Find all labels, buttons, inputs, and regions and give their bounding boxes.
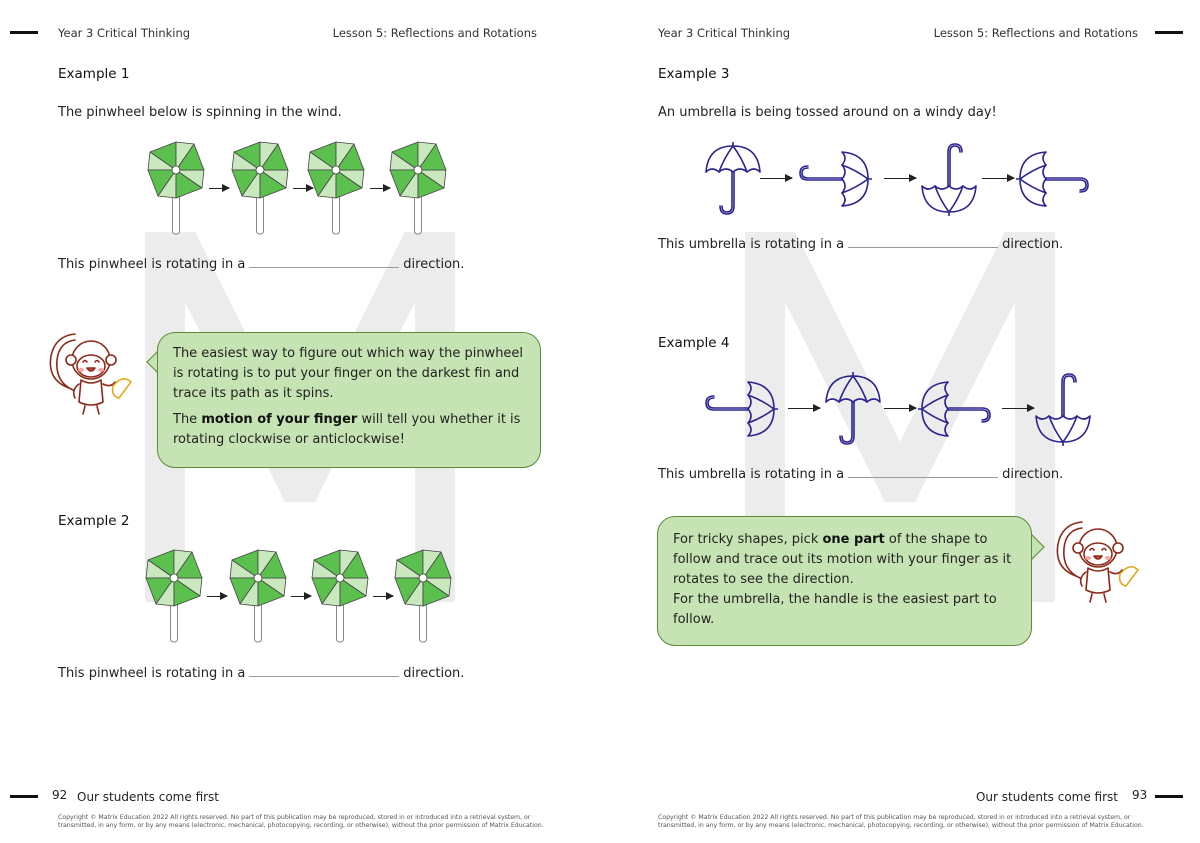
example-2-answer: This pinwheel is rotating in a direction. [58, 666, 464, 681]
arrow-icon [293, 184, 314, 192]
watermark-m-logo [745, 232, 1055, 602]
answer-blank[interactable] [848, 238, 999, 248]
umbrella-1 [704, 378, 778, 440]
answer-suffix: direction. [403, 257, 465, 272]
arrow-icon [370, 184, 391, 192]
page-number: 93 [1132, 788, 1148, 802]
arrow-icon [209, 184, 230, 192]
arrow-icon [207, 592, 228, 600]
umbrella-4 [1016, 148, 1090, 210]
header-course: Year 3 Critical Thinking [58, 26, 191, 40]
header-course: Year 3 Critical Thinking [658, 26, 791, 40]
footer-slogan: Our students come first [975, 790, 1118, 804]
umbrella-2 [822, 372, 884, 446]
pinwheel-3 [310, 548, 370, 644]
umbrella-2 [798, 148, 872, 210]
arrow-icon [373, 592, 394, 600]
pinwheel-4 [393, 548, 453, 644]
arrow-icon [982, 174, 1015, 182]
header-rule [10, 31, 38, 34]
tip-emphasis: one part [822, 532, 885, 547]
answer-blank[interactable] [848, 468, 999, 478]
example-1-answer: This pinwheel is rotating in a direction. [58, 257, 464, 272]
copyright-notice: Copyright © Matrix Education 2022 All ri… [658, 814, 1144, 829]
tip-emphasis: motion of your finger [201, 412, 358, 427]
arrow-icon [1002, 404, 1035, 412]
pinwheel-4 [388, 140, 448, 236]
right-page: Year 3 Critical Thinking Lesson 5: Refle… [600, 0, 1200, 843]
example-3-heading: Example 3 [658, 66, 730, 82]
monkey-mascot-icon [1052, 518, 1147, 608]
answer-prefix: This umbrella is rotating in a [658, 467, 845, 482]
umbrella-4 [1032, 372, 1094, 446]
example-4-heading: Example 4 [658, 335, 730, 351]
page-number: 92 [52, 788, 68, 802]
umbrella-3 [918, 378, 992, 440]
footer-rule [1155, 795, 1183, 798]
answer-blank[interactable] [249, 667, 400, 677]
pinwheel-1 [144, 548, 204, 644]
left-page: Year 3 Critical Thinking Lesson 5: Refle… [10, 26, 544, 829]
example-2-heading: Example 2 [58, 513, 130, 529]
example-1-heading: Example 1 [58, 66, 130, 82]
footer-slogan: Our students come first [77, 790, 220, 804]
answer-prefix: This pinwheel is rotating in a [58, 666, 246, 681]
arrow-icon [884, 174, 917, 182]
arrow-icon [291, 592, 312, 600]
header-lesson: Lesson 5: Reflections and Rotations [332, 26, 537, 40]
example-4-answer: This umbrella is rotating in a direction. [658, 467, 1063, 482]
tip-bubble: The easiest way to figure out which way … [157, 332, 541, 468]
pinwheel-1 [146, 140, 206, 236]
answer-suffix: direction. [403, 666, 465, 681]
tip-text-1: The easiest way to figure out which way … [173, 346, 524, 401]
example-3-intro: An umbrella is being tossed around on a … [658, 105, 997, 120]
copyright-notice: Copyright © Matrix Education 2022 All ri… [58, 814, 544, 829]
arrow-icon [884, 404, 917, 412]
arrow-icon [788, 404, 821, 412]
header-lesson: Lesson 5: Reflections and Rotations [933, 26, 1138, 40]
umbrella-1 [702, 142, 764, 216]
tip-bubble: For tricky shapes, pick one part of the … [657, 516, 1032, 646]
umbrella-3 [918, 142, 980, 216]
monkey-mascot-icon [45, 330, 140, 420]
answer-prefix: This pinwheel is rotating in a [58, 257, 246, 272]
answer-prefix: This umbrella is rotating in a [658, 237, 845, 252]
pinwheel-3 [306, 140, 366, 236]
header-rule [1155, 31, 1183, 34]
answer-suffix: direction. [1002, 237, 1064, 252]
tip-text-1: For tricky shapes, pick one part of the … [673, 532, 1012, 587]
tip-text-2: For the umbrella, the handle is the easi… [673, 592, 997, 627]
footer-rule [10, 795, 38, 798]
watermark-m-logo [145, 232, 455, 602]
example-3-answer: This umbrella is rotating in a direction. [658, 237, 1063, 252]
answer-blank[interactable] [249, 258, 400, 268]
arrow-icon [760, 174, 793, 182]
pinwheel-2 [228, 548, 288, 644]
example-1-intro: The pinwheel below is spinning in the wi… [58, 105, 342, 120]
answer-suffix: direction. [1002, 467, 1064, 482]
tip-text-2: The motion of your finger will tell you … [173, 412, 521, 447]
pinwheel-2 [230, 140, 290, 236]
